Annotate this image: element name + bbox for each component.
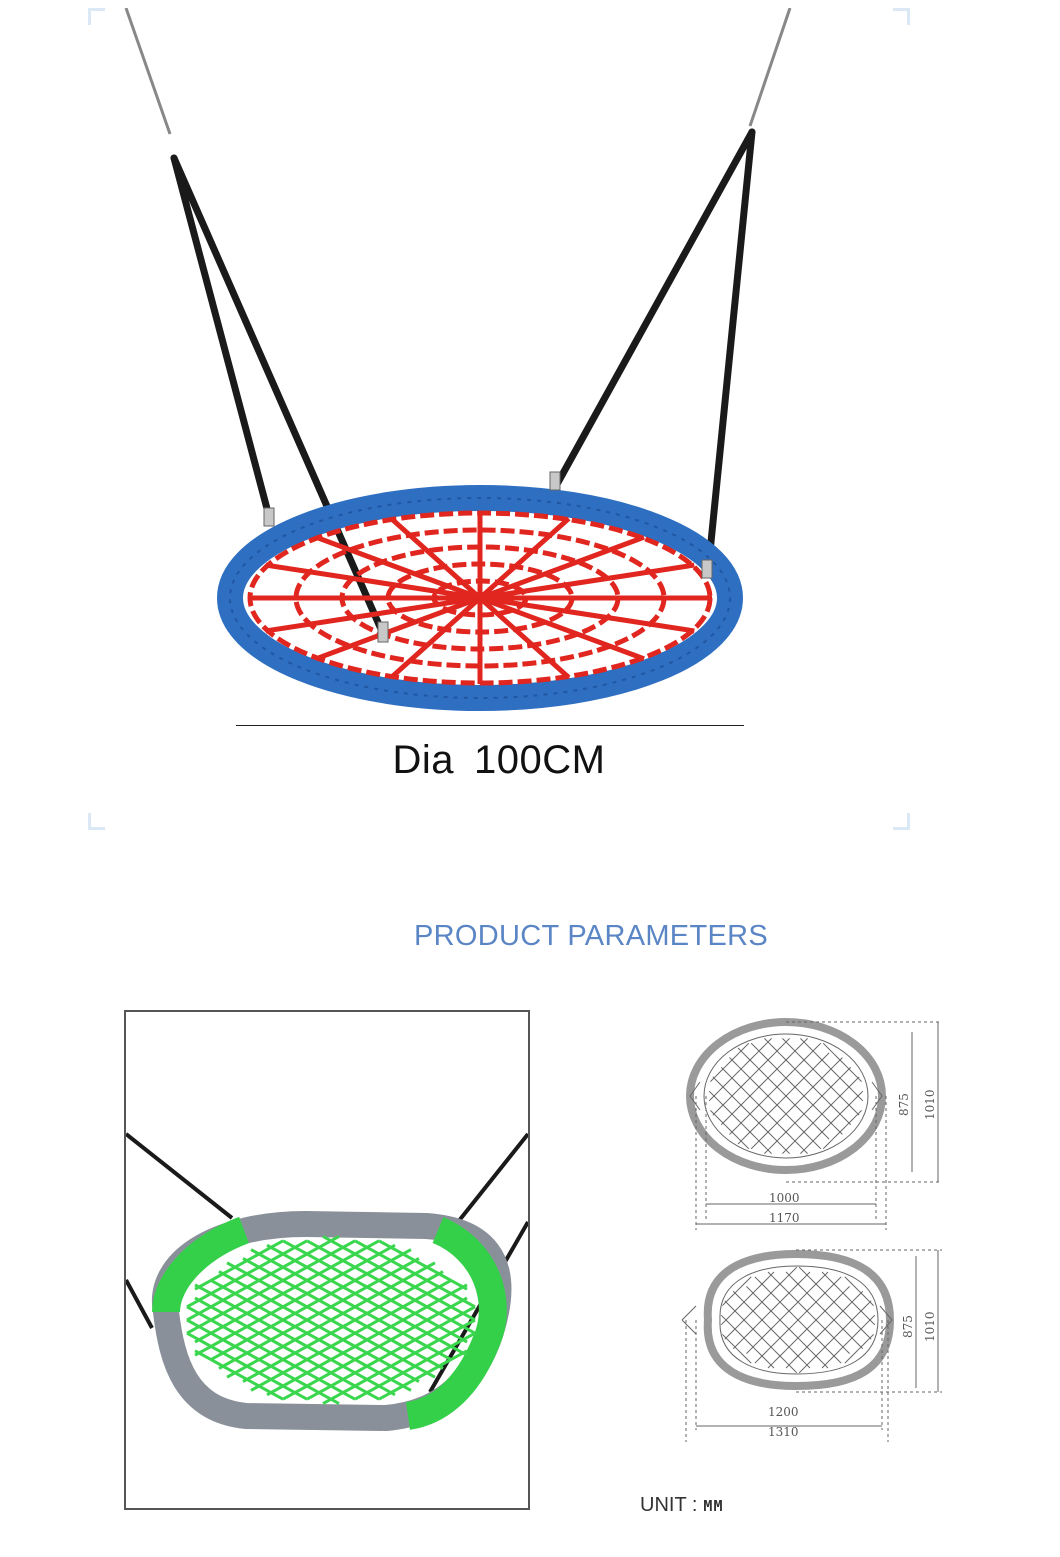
unit-caption: UNIT : MM	[640, 1494, 723, 1517]
unit-label: UNIT :	[640, 1494, 698, 1516]
unit-value: MM	[703, 1497, 724, 1515]
green-padding-right	[405, 1217, 507, 1430]
dim-outer-width-1: 1170	[769, 1211, 800, 1225]
dim-inner-height-2: 875	[901, 1315, 915, 1338]
diameter-label: Dia	[392, 738, 455, 782]
oval-swing-photo	[124, 1010, 530, 1510]
drawing-wide-oval	[681, 1249, 942, 1442]
rope-clamps	[263, 471, 713, 643]
panel-corner	[893, 8, 910, 25]
dim-inner-width-2: 1200	[768, 1405, 799, 1419]
dim-outer-width-2: 1310	[768, 1425, 799, 1439]
diameter-caption: Dia 100CM	[88, 738, 910, 783]
swing-ring	[217, 485, 743, 711]
drawing-round-oval	[686, 1018, 942, 1230]
panel-corner	[893, 813, 910, 830]
diameter-line	[236, 725, 744, 726]
dim-inner-height-1: 875	[897, 1093, 911, 1116]
panel-corner	[88, 813, 105, 830]
product-photo-panel: Dia 100CM	[88, 8, 910, 830]
right-chain	[748, 8, 792, 127]
diameter-value: 100CM	[474, 738, 606, 782]
oval-net	[186, 1235, 476, 1405]
dimension-drawings: 1000 1170 875 1010 1200 1310 875 1010	[681, 1018, 942, 1442]
dim-inner-width-1: 1000	[769, 1191, 800, 1205]
dim-outer-height-2: 1010	[923, 1311, 937, 1342]
spider-web-net	[247, 510, 713, 686]
dim-outer-height-1: 1010	[923, 1089, 937, 1120]
round-nest-swing-illustration	[124, 8, 792, 711]
green-padding-left	[152, 1216, 250, 1314]
section-title: PRODUCT PARAMETERS	[414, 920, 768, 952]
oval-nest-swing-illustration	[126, 1132, 528, 1432]
panel-corner	[88, 8, 105, 25]
suspension-ropes	[170, 128, 756, 640]
left-chain	[124, 8, 172, 135]
